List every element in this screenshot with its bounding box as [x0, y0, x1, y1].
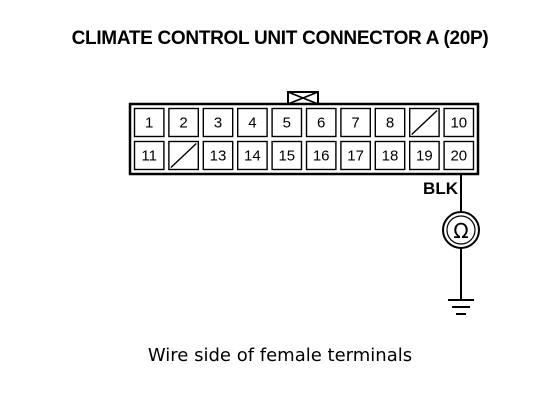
pin-cell-14: 14 — [236, 140, 268, 171]
pin-cell-16: 16 — [305, 140, 337, 171]
connector-lock-tab — [287, 91, 319, 105]
pin-cell-13: 13 — [202, 140, 234, 171]
ohmmeter-icon: Ω — [442, 211, 480, 249]
pin-cell-4: 4 — [236, 107, 268, 138]
pin-label: 8 — [386, 115, 394, 132]
connector-pin-grid: 1 2 3 4 5 6 7 8 10 11 13 14 15 16 17 18 19 20 — [133, 107, 475, 171]
pin-label: 13 — [210, 148, 227, 165]
pin-cell-3: 3 — [202, 107, 234, 138]
pin-label: 10 — [450, 115, 467, 132]
pin-cell-1: 1 — [133, 107, 165, 138]
ohm-symbol: Ω — [453, 219, 468, 243]
pin-label: 15 — [278, 148, 295, 165]
pin-cell-5: 5 — [271, 107, 303, 138]
pin-cell-15: 15 — [271, 140, 303, 171]
pin-cell-empty — [409, 107, 440, 138]
diagram-title: CLIMATE CONTROL UNIT CONNECTOR A (20P) — [71, 28, 489, 49]
pin-cell-7: 7 — [340, 107, 371, 138]
pin-label: 3 — [214, 115, 222, 132]
pin-label: 17 — [347, 148, 364, 165]
pin-cell-11: 11 — [133, 140, 165, 171]
pin-label: 16 — [313, 148, 330, 165]
pin-label: 6 — [317, 115, 325, 132]
pin-label: 2 — [179, 115, 187, 132]
pin-label: 1 — [145, 115, 153, 132]
pin-cell-6: 6 — [305, 107, 337, 138]
pin-cell-2: 2 — [168, 107, 199, 138]
pin-label: 7 — [351, 115, 359, 132]
pin-label: 5 — [283, 115, 291, 132]
pin-cell-8: 8 — [374, 107, 406, 138]
pin-cell-10: 10 — [443, 107, 475, 138]
pin-cell-empty — [168, 140, 199, 171]
pin-label: 20 — [450, 148, 467, 165]
pin-cell-18: 18 — [374, 140, 406, 171]
pin-cell-17: 17 — [340, 140, 371, 171]
pin-label: 18 — [382, 148, 399, 165]
diagram-caption: Wire side of female terminals — [147, 345, 413, 366]
pin-cell-19: 19 — [409, 140, 440, 171]
pin-label: 19 — [416, 148, 433, 165]
pin-cell-20: 20 — [443, 140, 475, 171]
pin-label: 14 — [244, 148, 261, 165]
pin-label: 4 — [248, 115, 256, 132]
pin-label: 11 — [141, 148, 157, 165]
ground-symbol-icon — [448, 299, 474, 315]
wire-color-label: BLK — [423, 179, 459, 198]
